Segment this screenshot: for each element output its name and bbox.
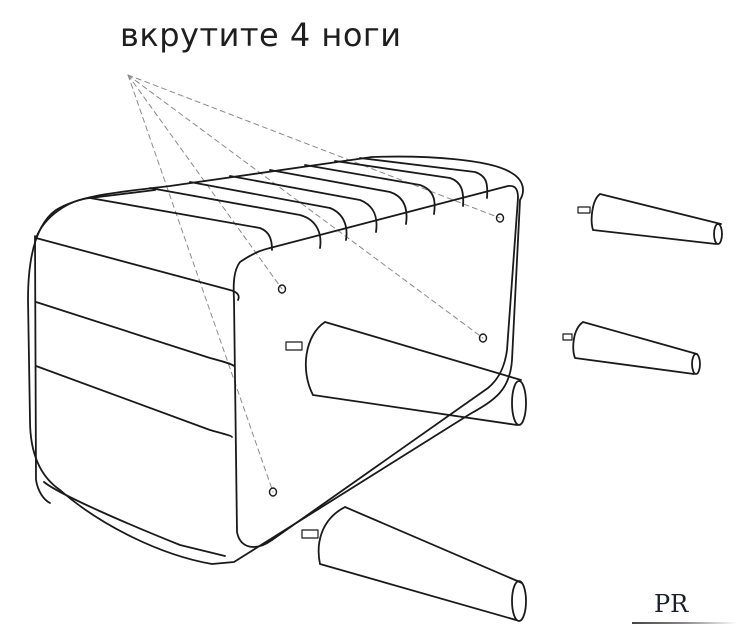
front-channel-3 — [35, 365, 233, 438]
pouf-front-edge — [35, 189, 156, 239]
instruction-title: вкрутите 4 ноги — [120, 16, 402, 54]
front-channel-1 — [35, 237, 240, 301]
front-channel-2 — [35, 301, 235, 367]
screw-holes — [268, 213, 505, 497]
front-channel-4 — [43, 481, 226, 557]
leg-4 — [301, 506, 527, 622]
leg-1 — [577, 193, 723, 245]
brand-logo: PR — [632, 590, 742, 630]
logo-underline — [632, 622, 737, 624]
leg-2 — [562, 321, 701, 375]
leg-3 — [285, 321, 527, 426]
logo-monogram: PR — [654, 590, 689, 618]
pouf-outer-shell — [27, 155, 524, 565]
base-panel — [232, 185, 519, 548]
